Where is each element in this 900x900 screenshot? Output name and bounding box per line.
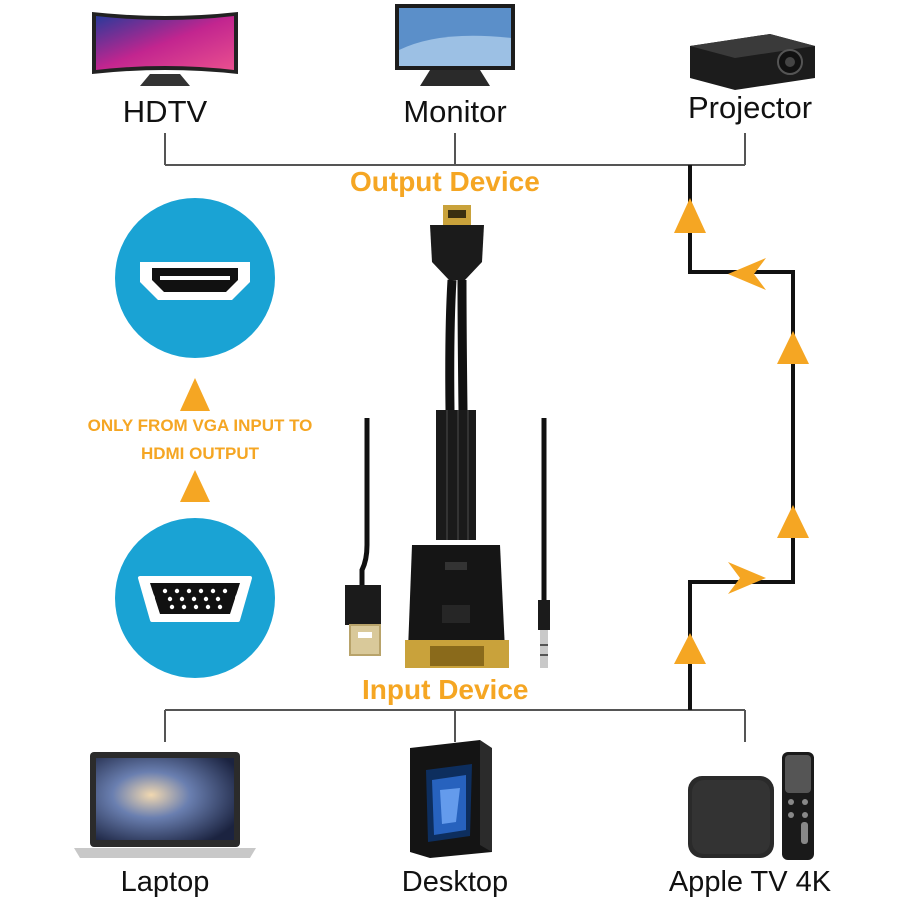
input-device-label: Input Device (362, 674, 529, 705)
note-line-1: ONLY FROM VGA INPUT TO (87, 416, 313, 435)
arrow-up-icon (777, 331, 809, 364)
output-device-label: Output Device (350, 166, 540, 197)
arrow-up-icon (180, 378, 210, 411)
monitor-label: Monitor (403, 94, 507, 129)
laptop-icon (74, 752, 256, 858)
note-line-2: HDMI OUTPUT (140, 444, 260, 463)
hdtv-icon (92, 12, 238, 86)
arrow-left-icon (728, 258, 766, 290)
desktop-label: Desktop (401, 866, 509, 898)
apple-tv-icon (688, 752, 814, 860)
arrow-up-icon (674, 633, 706, 664)
output-connector-lines (164, 133, 746, 166)
vga-port-icon (115, 518, 275, 678)
monitor-icon (395, 4, 515, 86)
projector-icon (690, 34, 815, 90)
cable-icon (345, 205, 550, 668)
hdtv-label: HDTV (122, 94, 208, 129)
flow-arrows (674, 198, 809, 664)
arrow-up-icon (674, 198, 706, 233)
arrow-right-icon (728, 562, 766, 594)
hdmi-port-icon (115, 198, 275, 358)
laptop-label: Laptop (120, 866, 210, 898)
apple-tv-label: Apple TV 4K (668, 866, 832, 898)
arrow-up-icon (180, 470, 210, 502)
signal-path (688, 165, 795, 710)
input-connector-lines (164, 709, 746, 742)
projector-label: Projector (687, 90, 813, 125)
desktop-icon (410, 740, 492, 858)
arrow-up-icon (777, 505, 809, 538)
